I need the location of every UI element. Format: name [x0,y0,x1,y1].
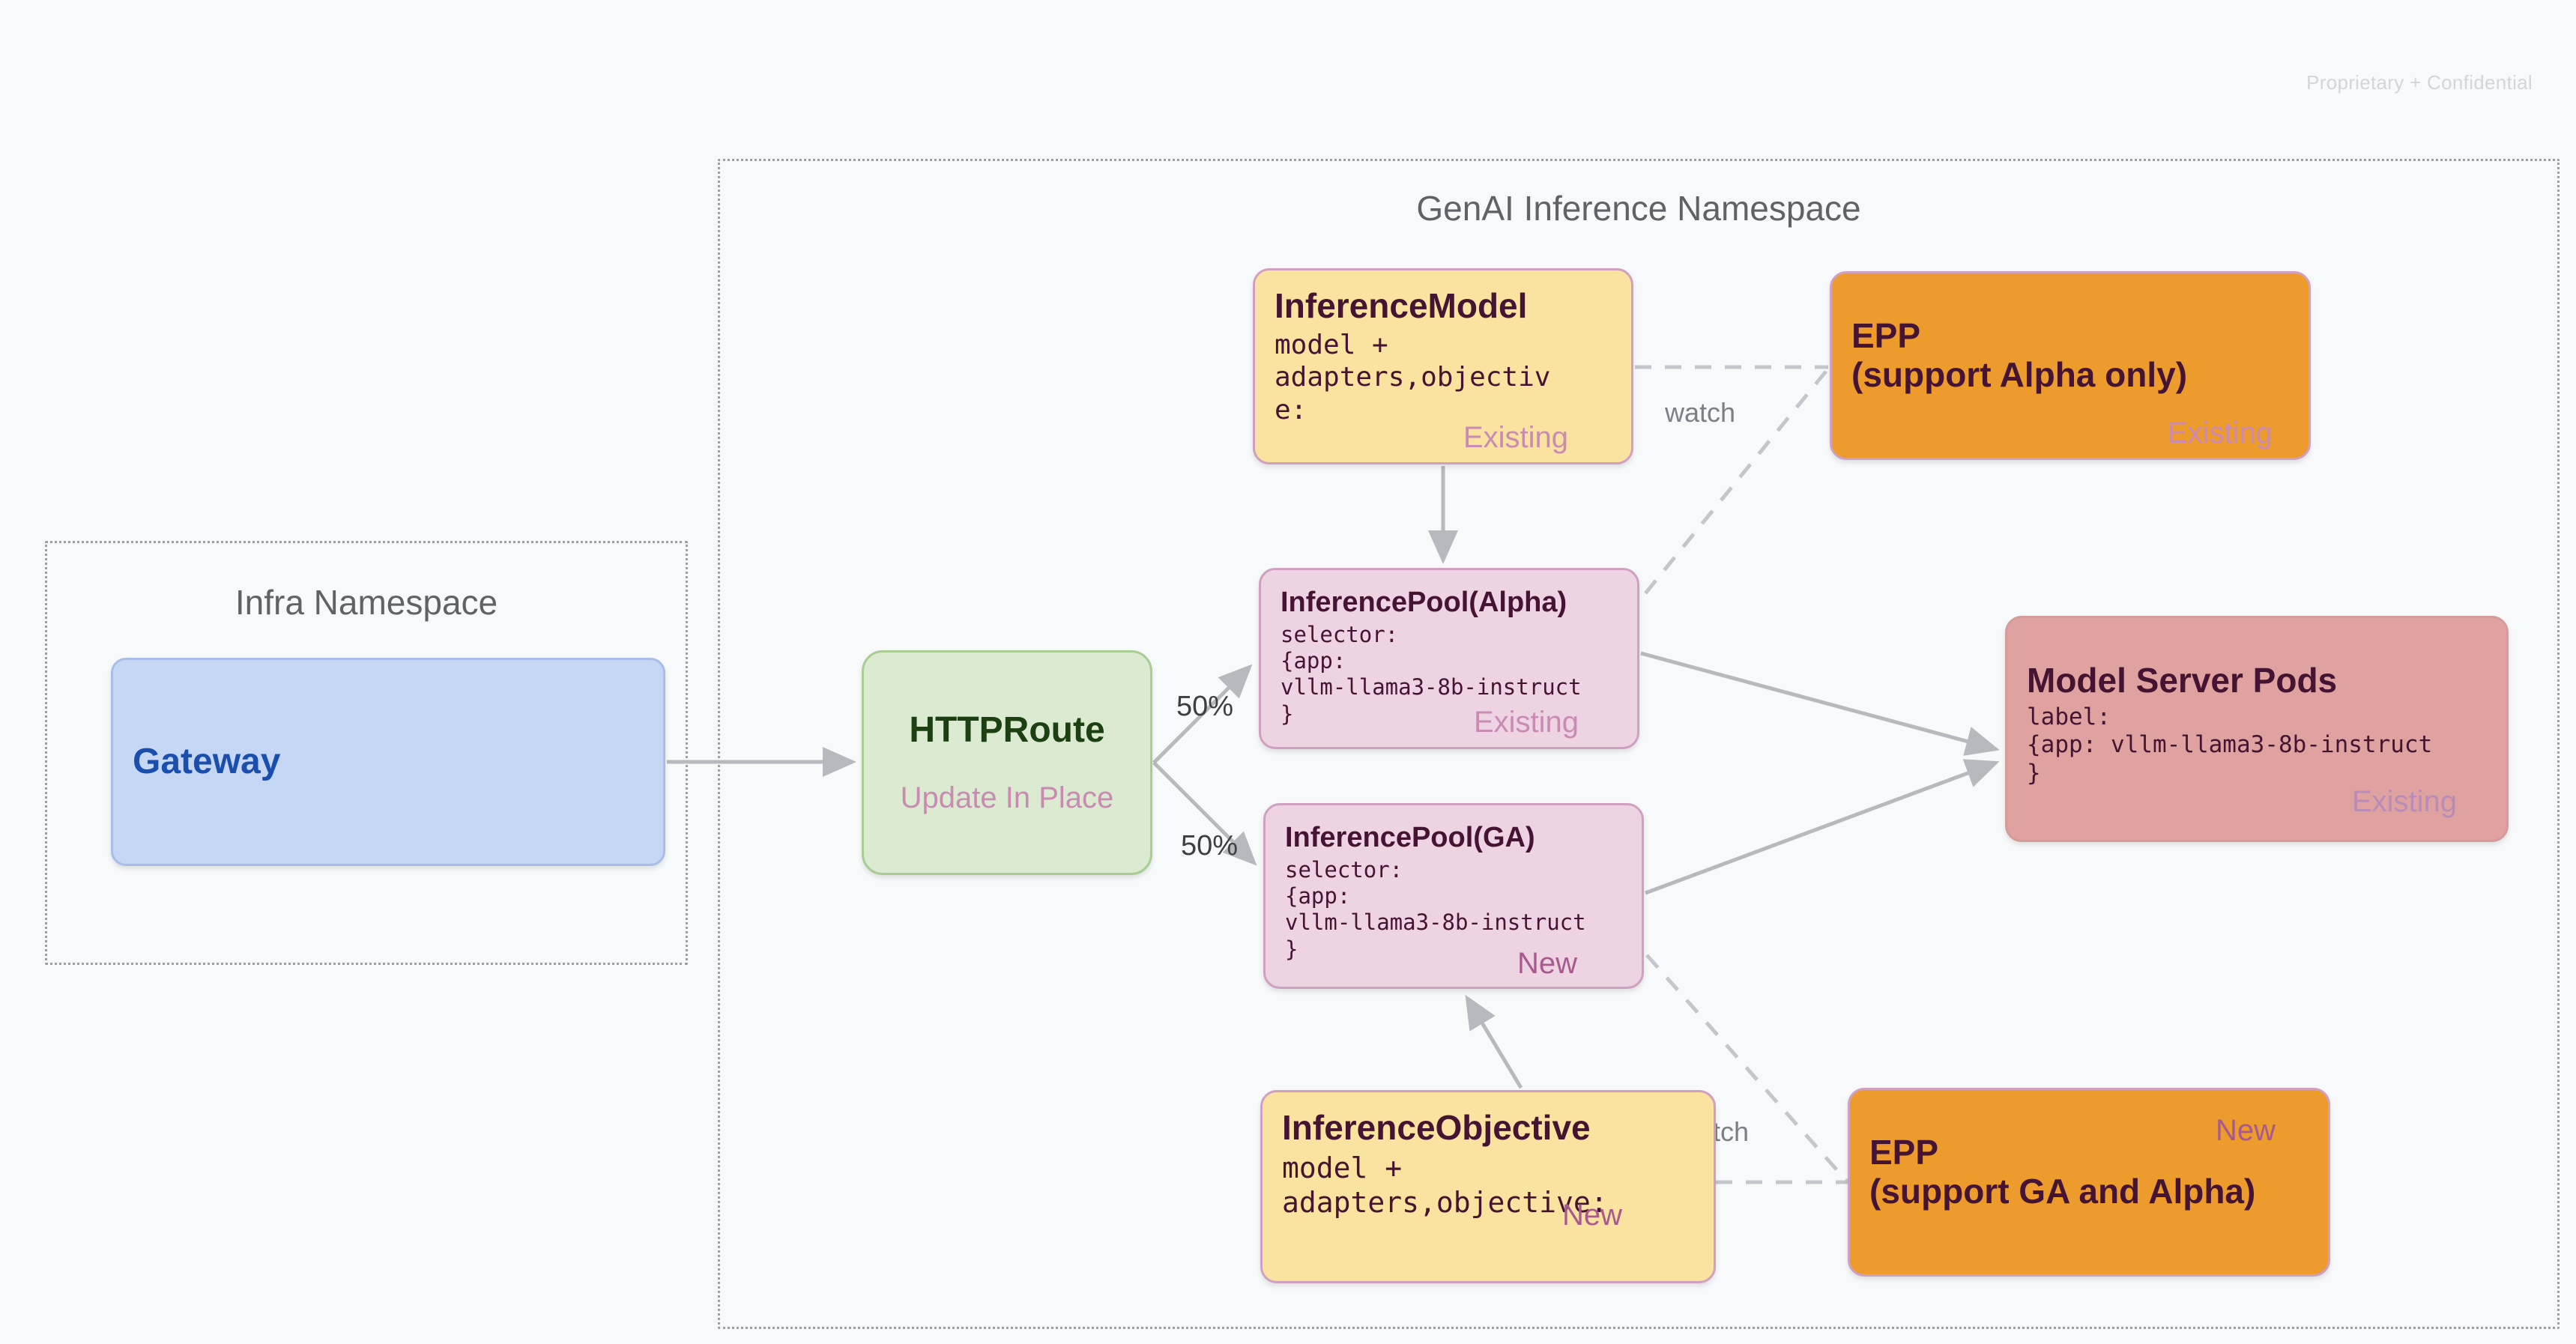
node-epp-ga[interactable]: EPP (support GA and Alpha) New [1848,1088,2330,1277]
genai-namespace-container: GenAI Inference Namespace [718,159,2560,1329]
inferenceobjective-title: InferenceObjective [1282,1108,1591,1147]
httproute-status-badge: Update In Place [900,781,1114,815]
model-server-pods-spec: label: {app: vllm-llama3-8b-instruct } [2027,703,2433,787]
epp-ga-status-badge: New [2215,1114,2276,1147]
node-epp-alpha[interactable]: EPP (support Alpha only) Existing [1830,271,2311,460]
gateway-title: Gateway [133,742,281,782]
inferenceobjective-status-badge: New [1562,1199,1623,1232]
inferencemodel-status-badge: Existing [1463,421,1568,454]
genai-namespace-title: GenAI Inference Namespace [1416,189,1861,228]
inferencepool-alpha-spec: selector: {app: vllm-llama3-8b-instruct … [1281,621,1582,727]
edge-label-split-bottom: 50% [1181,830,1239,862]
node-inferenceobjective[interactable]: InferenceObjective model + adapters,obje… [1260,1090,1716,1283]
inferencemodel-spec: model + adapters,objectiv e: [1275,329,1551,426]
httproute-title: HTTPRoute [909,709,1105,750]
inferencepool-ga-status-badge: New [1517,947,1577,980]
edge-label-watch-top: watch [1665,397,1736,428]
inferencemodel-title: InferenceModel [1275,286,1528,325]
inferencepool-ga-spec: selector: {app: vllm-llama3-8b-instruct … [1285,856,1586,962]
node-httproute[interactable]: HTTPRoute Update In Place [862,650,1152,875]
model-server-pods-status-badge: Existing [2351,785,2457,818]
node-model-server-pods[interactable]: Model Server Pods label: {app: vllm-llam… [2005,616,2509,842]
model-server-pods-title: Model Server Pods [2027,661,2338,700]
node-inferencemodel[interactable]: InferenceModel model + adapters,objectiv… [1253,268,1633,464]
inferencepool-alpha-status-badge: Existing [1473,706,1579,739]
inferencepool-alpha-title: InferencePool(Alpha) [1281,587,1567,618]
node-inferencepool-ga[interactable]: InferencePool(GA) selector: {app: vllm-l… [1263,803,1644,989]
node-inferencepool-alpha[interactable]: InferencePool(Alpha) selector: {app: vll… [1259,568,1639,749]
epp-alpha-title: EPP (support Alpha only) [1851,316,2188,394]
epp-ga-title: EPP (support GA and Alpha) [1869,1133,2256,1211]
inferencepool-ga-title: InferencePool(GA) [1285,822,1535,853]
epp-alpha-status-badge: Existing [2167,417,2273,449]
infra-namespace-title: Infra Namespace [235,583,498,622]
infra-namespace-container: Infra Namespace [45,541,688,965]
edge-label-split-top: 50% [1176,691,1234,722]
node-gateway[interactable]: Gateway [111,658,665,866]
confidential-notice: Proprietary + Confidential [2306,71,2533,94]
inferenceobjective-spec: model + adapters,objective: [1282,1151,1608,1219]
